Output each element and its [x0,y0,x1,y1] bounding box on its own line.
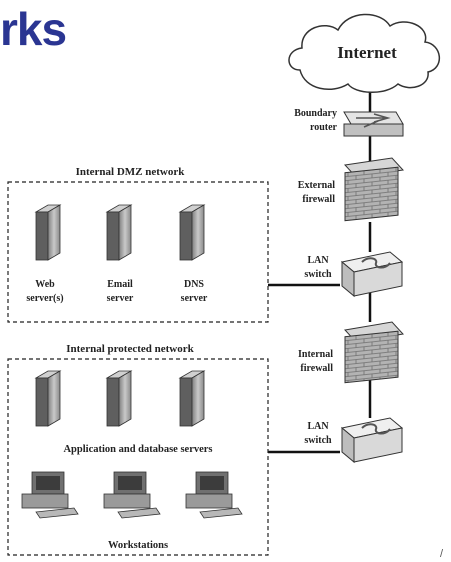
switch-arrows-icon [361,257,391,269]
app-server-3 [178,370,206,427]
dmz-title: Internal DMZ network [76,166,186,178]
internal-firewall-label-1: Internal [298,349,333,360]
dmz-network: Internal DMZ network [7,166,269,323]
lan-switch-upper-label-2: switch [304,269,332,280]
web-server-label-2: server(s) [26,293,63,304]
workstation-2 [103,471,161,519]
lan-switch-lower-label-2: switch [304,435,332,446]
boundary-router [343,111,404,137]
boundary-router-label-1: Boundary [294,108,337,119]
dns-server-label-1: DNS [184,279,204,290]
internal-firewall [344,321,404,384]
dns-server-label-2: server [181,293,208,304]
protected-network: Internal protected network [7,343,269,556]
external-firewall-label-2: firewall [302,194,335,205]
lan-switch-upper [340,251,404,298]
switch-arrows-icon [361,423,391,435]
workstation-3 [185,471,243,519]
dmz-dns-server [178,204,206,261]
app-server-1 [34,370,62,427]
protected-title: Internal protected network [66,343,194,355]
app-server-2 [105,370,133,427]
dmz-email-server [105,204,133,261]
workstation-1 [21,471,79,519]
lan-switch-upper-label-1: LAN [307,255,329,266]
email-server-label-2: server [107,293,134,304]
internal-firewall-label-2: firewall [300,363,333,374]
external-firewall-label-1: External [298,180,335,191]
lan-switch-lower-label-1: LAN [307,421,329,432]
backbone-links [268,88,372,454]
internet-cloud: Internet [288,13,440,93]
slide-title-fragment: rks [0,3,67,55]
dmz-web-server [34,204,62,261]
internet-label: Internet [337,43,397,62]
lan-switch-lower [340,417,404,464]
workstations-label: Workstations [108,540,168,551]
boundary-router-label-2: router [310,122,338,133]
web-server-label-1: Web [35,279,55,290]
email-server-label-1: Email [107,279,133,290]
app-servers-label: Application and database servers [63,444,212,455]
corner-mark: / [440,548,444,560]
external-firewall [343,157,405,222]
router-arrows-icon [356,113,391,128]
